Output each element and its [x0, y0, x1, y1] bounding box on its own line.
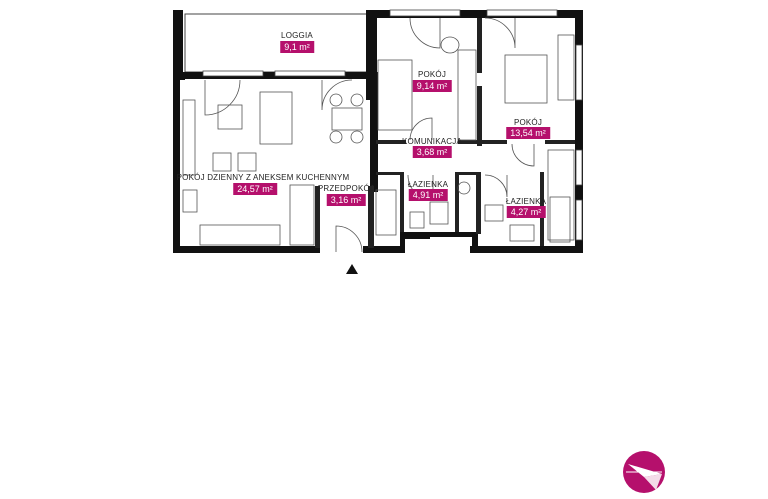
room-name-lazienka-2: ŁAZIENKA	[505, 197, 547, 206]
wardrobe-3	[557, 34, 575, 101]
compass-icon	[623, 451, 665, 493]
dining-table	[331, 107, 363, 131]
area-badge-pokoj-dzienny: 24,57 m²	[233, 183, 277, 195]
sink-1	[429, 201, 449, 225]
kitchen-tall-unit	[289, 184, 315, 246]
coffee-table	[217, 104, 243, 130]
area-badge-przedpokoj: 3,16 m²	[326, 194, 366, 206]
chair	[440, 36, 460, 54]
room-name-przedpokoj: PRZEDPOKÓJ	[317, 184, 375, 193]
room-name-pokoj-1: POKÓJ	[417, 70, 447, 79]
cabinet	[182, 99, 196, 176]
windows	[202, 9, 583, 241]
area-badge-komunikacja: 3,68 m²	[412, 146, 452, 158]
area-badge-lazienka-1: 4,91 m²	[408, 189, 448, 201]
door-swings	[204, 17, 535, 253]
sink-2	[509, 224, 535, 242]
armchair-1	[212, 152, 232, 172]
kitchen-counter	[199, 224, 281, 246]
toilet-1	[409, 211, 425, 229]
area-badge-pokoj-1: 9,14 m²	[412, 80, 452, 92]
area-badge-pokoj-2: 13,54 m²	[506, 127, 550, 139]
room-name-lazienka-1: ŁAZIENKA	[407, 180, 449, 189]
room-name-komunikacja: KOMUNIKACJA	[402, 137, 462, 146]
toilet-2	[484, 204, 504, 222]
area-badge-lazienka-2: 4,27 m²	[506, 206, 546, 218]
area-badge-loggia: 9,1 m²	[280, 41, 314, 53]
loggia-area	[184, 13, 371, 73]
bathtub-2	[549, 196, 571, 243]
bathtub-1	[375, 189, 397, 236]
entrance-arrow-icon	[346, 264, 358, 274]
bed	[504, 54, 548, 104]
washing-machine	[457, 181, 471, 195]
furniture	[182, 34, 575, 246]
room-name-loggia: LOGGIA	[281, 31, 313, 40]
room-name-pokoj-2: POKÓJ	[513, 118, 543, 127]
outer-walls	[173, 10, 583, 253]
wardrobe-4	[547, 149, 575, 241]
armchair-2	[237, 152, 257, 172]
room-name-pokoj-dzienny: POKÓJ DZIENNY Z ANEKSEM KUCHENNYM	[176, 173, 350, 182]
sofa	[259, 91, 293, 145]
wardrobe-2	[457, 49, 477, 141]
wardrobe-1	[377, 59, 413, 131]
